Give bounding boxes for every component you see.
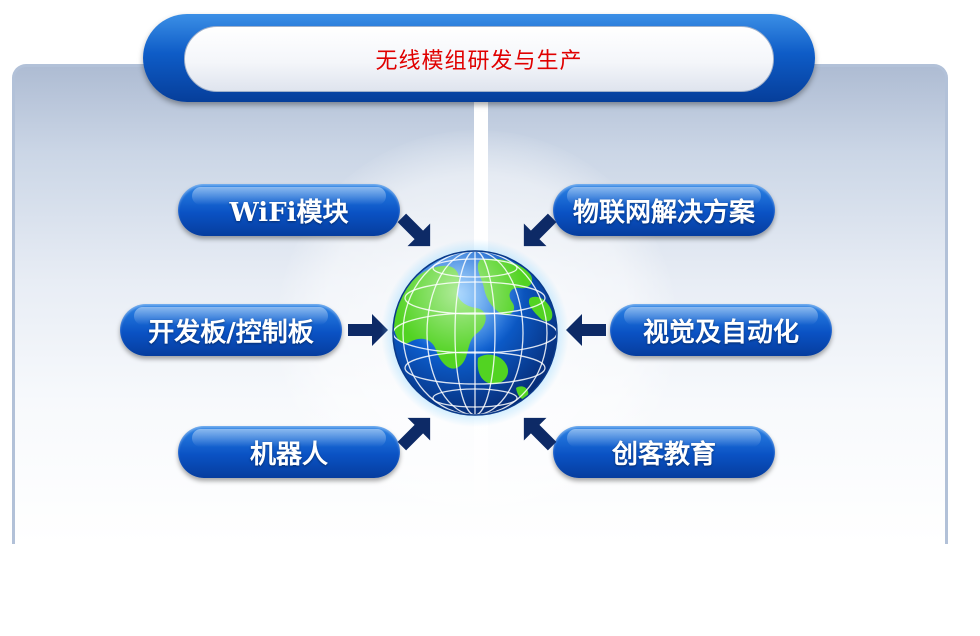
arrow-up-left-icon xyxy=(523,417,557,451)
title-box: 无线模组研发与生产 xyxy=(184,26,774,92)
arrow-up-right-icon xyxy=(397,417,431,451)
pill-label-vision-automation: 视觉及自动化 xyxy=(642,317,799,348)
pill-label-robot: 机器人 xyxy=(249,439,328,470)
arrow-down-left-icon xyxy=(523,213,557,247)
pill-wifi-module: WiFi模块 xyxy=(178,184,400,236)
arrow-left-icon xyxy=(566,314,606,346)
arrow-right-icon xyxy=(348,314,388,346)
pill-maker-education: 创客教育 xyxy=(553,426,775,478)
arrow-down-right-icon xyxy=(397,213,431,247)
pill-label-wifi-module: WiFi模块 xyxy=(229,197,349,228)
pill-vision-automation: 视觉及自动化 xyxy=(610,304,832,356)
pill-label-dev-board: 开发板/控制板 xyxy=(148,317,314,348)
pill-robot: 机器人 xyxy=(178,426,400,478)
pill-label-iot-solution: 物联网解决方案 xyxy=(572,197,755,228)
pill-label-maker-education: 创客教育 xyxy=(611,439,716,470)
pill-iot-solution: 物联网解决方案 xyxy=(553,184,775,236)
globe-icon xyxy=(381,239,569,427)
diagram-title: 无线模组研发与生产 xyxy=(375,49,583,74)
pill-dev-board: 开发板/控制板 xyxy=(120,304,342,356)
